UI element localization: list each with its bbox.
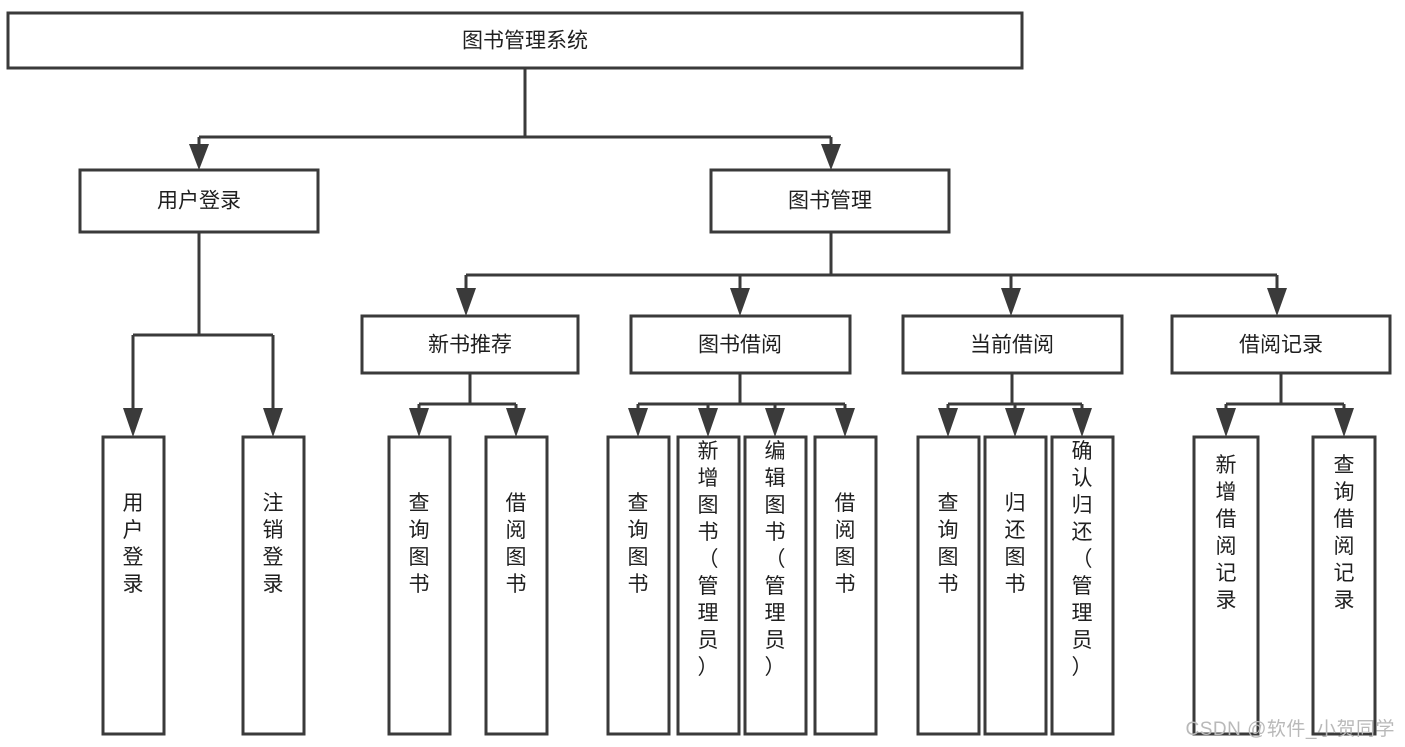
node-leaf-query-record[interactable]: 查询借阅记录: [1311, 435, 1377, 736]
arrow-head-leaf-return-book: [1005, 408, 1025, 437]
new-book-recommend-label: 新书推荐: [428, 334, 512, 357]
root-box[interactable]: [6, 11, 1024, 70]
node-leaf-add-book[interactable]: 新增图书（管理员）: [676, 435, 741, 736]
leaf-borrow-book-2-label: 借阅图书: [835, 492, 856, 596]
leaf-query-book-1-label: 查询图书: [409, 492, 430, 596]
leaf-user-login-box[interactable]: [101, 435, 166, 736]
node-book-borrow[interactable]: 图书借阅: [629, 314, 852, 375]
leaf-query-book-3-box[interactable]: [916, 435, 981, 736]
arrow-head-leaf-query-record: [1334, 408, 1354, 437]
leaf-borrow-book-2-box[interactable]: [813, 435, 878, 736]
arrow-head-leaf-user-login: [123, 408, 143, 437]
node-leaf-borrow-book-2[interactable]: 借阅图书: [813, 435, 878, 736]
arrow-head-user-login: [189, 144, 209, 170]
leaf-user-logout-box[interactable]: [241, 435, 306, 736]
arrow-head-leaf-add-book: [698, 408, 718, 437]
arrow-head-current-borrow: [1001, 288, 1021, 316]
arrow-head-leaf-borrow-book-2: [835, 408, 855, 437]
leaf-add-record-label: 新增借阅记录: [1216, 454, 1237, 612]
book-borrow-box[interactable]: [629, 314, 852, 375]
leaf-add-record-box[interactable]: [1192, 435, 1260, 736]
leaf-user-login-label: 用户登录: [123, 492, 144, 596]
arrow-head-leaf-confirm-return: [1072, 408, 1092, 437]
leaf-user-logout-label: 注销登录: [263, 492, 284, 596]
arrow-head-borrow-record: [1267, 288, 1287, 316]
user-login-label: 用户登录: [157, 190, 241, 213]
node-leaf-query-book-3[interactable]: 查询图书: [916, 435, 981, 736]
arrow-head-leaf-query-book-3: [938, 408, 958, 437]
arrow-head-leaf-user-logout: [263, 408, 283, 437]
node-leaf-query-book-1[interactable]: 查询图书: [387, 435, 452, 736]
arrow-head-leaf-edit-book: [765, 408, 785, 437]
book-borrow-label: 图书借阅: [698, 334, 782, 357]
book-manage-box[interactable]: [709, 168, 951, 234]
node-leaf-edit-book[interactable]: 编辑图书（管理员）: [743, 435, 808, 736]
node-current-borrow[interactable]: 当前借阅: [901, 314, 1124, 375]
leaf-confirm-return-box[interactable]: [1050, 435, 1115, 736]
arrow-head-new-book-recommend: [456, 288, 476, 316]
node-leaf-confirm-return[interactable]: 确认归还（管理员）: [1050, 435, 1115, 736]
leaf-query-record-box[interactable]: [1311, 435, 1377, 736]
leaf-query-book-3-label: 查询图书: [938, 492, 959, 596]
leaf-return-book-box[interactable]: [983, 435, 1048, 736]
connectors-layer: [123, 68, 1354, 437]
node-leaf-return-book[interactable]: 归还图书: [983, 435, 1048, 736]
leaf-add-book-box[interactable]: [676, 435, 741, 736]
node-leaf-user-logout[interactable]: 注销登录: [241, 435, 306, 736]
arrow-head-leaf-query-book-2: [628, 408, 648, 437]
leaf-edit-book-label: 编辑图书（管理员）: [765, 440, 786, 679]
node-root[interactable]: 图书管理系统: [6, 11, 1024, 70]
node-leaf-user-login[interactable]: 用户登录: [101, 435, 166, 736]
borrow-record-label: 借阅记录: [1239, 334, 1323, 357]
node-user-login[interactable]: 用户登录: [78, 168, 320, 234]
arrow-head-leaf-add-record: [1216, 408, 1236, 437]
arrow-head-book-manage: [821, 144, 841, 170]
arrow-head-leaf-borrow-book-1: [506, 408, 526, 437]
node-borrow-record[interactable]: 借阅记录: [1170, 314, 1392, 375]
leaf-return-book-label: 归还图书: [1005, 492, 1026, 596]
new-book-recommend-box[interactable]: [360, 314, 580, 375]
current-borrow-label: 当前借阅: [970, 334, 1054, 357]
leaf-add-book-label: 新增图书（管理员）: [698, 440, 719, 679]
node-new-book-recommend[interactable]: 新书推荐: [360, 314, 580, 375]
node-leaf-add-record[interactable]: 新增借阅记录: [1192, 435, 1260, 736]
leaf-borrow-book-1-box[interactable]: [484, 435, 549, 736]
node-leaf-query-book-2[interactable]: 查询图书: [606, 435, 671, 736]
node-leaf-borrow-book-1[interactable]: 借阅图书: [484, 435, 549, 736]
leaf-query-book-2-box[interactable]: [606, 435, 671, 736]
leaf-confirm-return-label: 确认归还（管理员）: [1072, 440, 1093, 679]
root-label: 图书管理系统: [462, 30, 588, 53]
current-borrow-box[interactable]: [901, 314, 1124, 375]
leaf-query-book-2-label: 查询图书: [628, 492, 649, 596]
arrow-head-book-borrow: [730, 288, 750, 316]
leaf-edit-book-box[interactable]: [743, 435, 808, 736]
borrow-record-box[interactable]: [1170, 314, 1392, 375]
leaf-query-record-label: 查询借阅记录: [1334, 454, 1355, 612]
node-book-manage[interactable]: 图书管理: [709, 168, 951, 234]
book-manage-label: 图书管理: [788, 190, 872, 213]
user-login-box[interactable]: [78, 168, 320, 234]
leaf-borrow-book-1-label: 借阅图书: [506, 492, 527, 596]
leaf-query-book-1-box[interactable]: [387, 435, 452, 736]
arrow-head-leaf-query-book-1: [409, 408, 429, 437]
